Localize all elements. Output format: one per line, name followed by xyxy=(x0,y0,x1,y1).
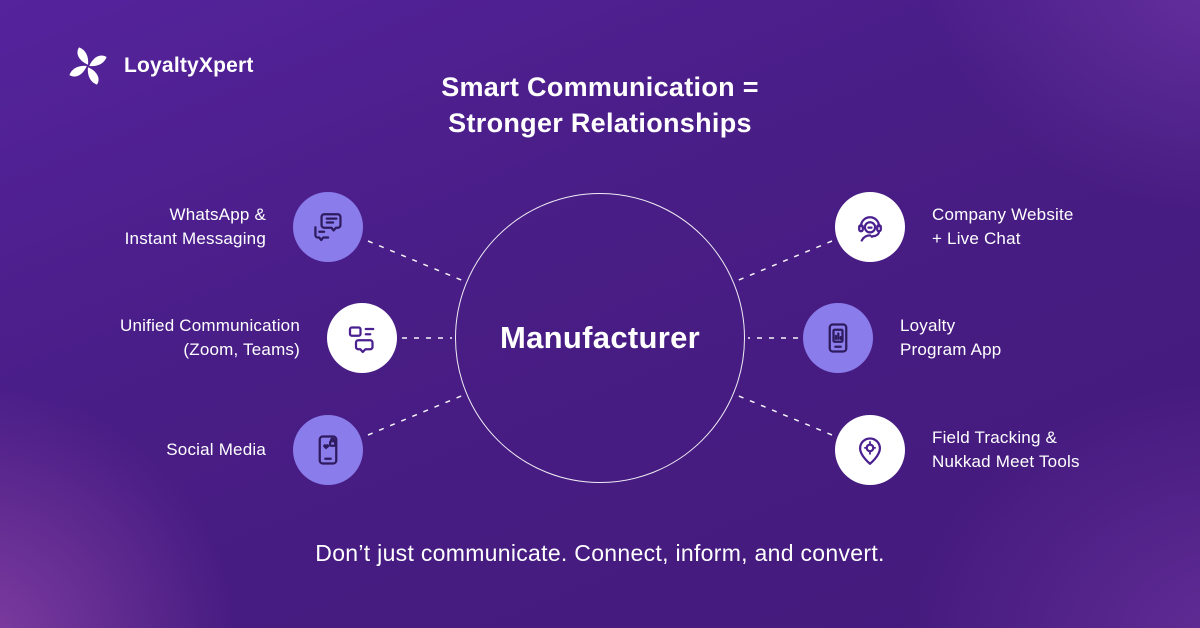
unified-communication-icon xyxy=(327,303,397,373)
live-chat-support-icon xyxy=(835,192,905,262)
social-media-phone-icon xyxy=(293,415,363,485)
center-node-circle: Manufacturer xyxy=(455,193,745,483)
item-label: Company Website + Live Chat xyxy=(932,204,1074,248)
page-title: Smart Communication = Stronger Relations… xyxy=(0,70,1200,141)
loyalty-program-app-icon xyxy=(803,303,873,373)
title-line-2: Stronger Relationships xyxy=(448,107,752,138)
item-label: Loyalty Program App xyxy=(900,315,1002,359)
item-company-website-live-chat: Company Website + Live Chat xyxy=(835,192,1165,262)
location-pin-icon xyxy=(835,415,905,485)
loyaltyxpert-logo-icon xyxy=(64,42,112,90)
item-label: WhatsApp & Instant Messaging xyxy=(124,204,266,248)
item-social-media: Social Media xyxy=(60,415,363,485)
item-whatsapp-instant-messaging: WhatsApp & Instant Messaging xyxy=(60,192,363,262)
title-line-1: Smart Communication = xyxy=(441,72,759,102)
footer-tagline: Don’t just communicate. Connect, inform,… xyxy=(315,540,885,566)
center-node-label: Manufacturer xyxy=(500,320,700,355)
item-loyalty-program-app: Loyalty Program App xyxy=(803,303,1133,373)
item-unified-communication: Unified Communication (Zoom, Teams) xyxy=(60,303,397,373)
item-label: Social Media xyxy=(166,439,266,459)
item-label: Field Tracking & Nukkad Meet Tools xyxy=(932,427,1080,471)
brand-logo: LoyaltyXpert xyxy=(64,42,254,90)
chat-messages-icon xyxy=(293,192,363,262)
brand-name: LoyaltyXpert xyxy=(124,54,254,77)
item-field-tracking-nukkad-meet: Field Tracking & Nukkad Meet Tools xyxy=(835,415,1165,485)
item-label: Unified Communication (Zoom, Teams) xyxy=(120,315,300,359)
